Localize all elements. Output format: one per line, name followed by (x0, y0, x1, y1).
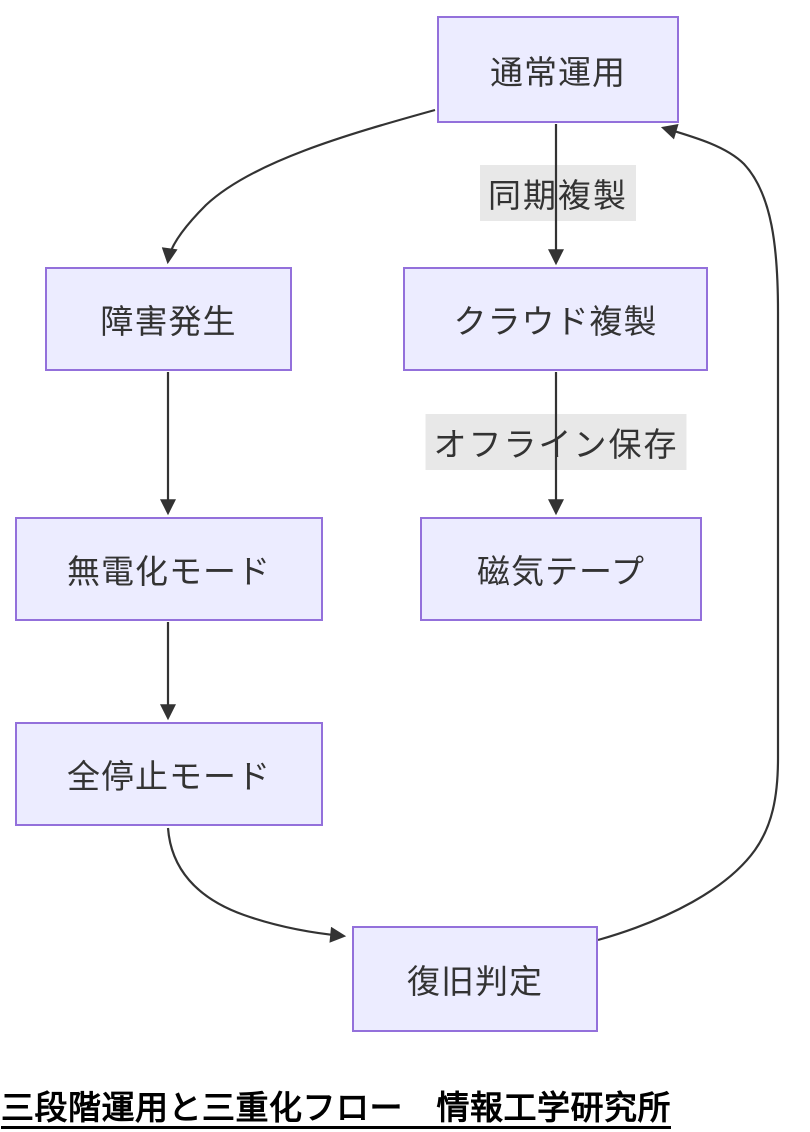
edge-label-offline-storage: オフライン保存 (425, 414, 687, 470)
node-full-stop-mode: 全停止モード (15, 722, 323, 826)
edge-label-sync-replication: 同期複製 (480, 165, 636, 221)
node-normal-operation: 通常運用 (437, 16, 679, 123)
node-magnetic-tape: 磁気テープ (420, 517, 702, 621)
node-failure-occurred: 障害発生 (45, 267, 292, 371)
edge-normal-to-failure (161, 108, 436, 265)
node-unpowered-mode: 無電化モード (15, 517, 323, 621)
edge-fullstop-to-recovery (166, 827, 347, 943)
node-cloud-replication: クラウド複製 (403, 267, 708, 371)
node-recovery-judgment: 復旧判定 (352, 926, 598, 1032)
diagram-caption: 三段階運用と三重化フロー 情報工学研究所 (1, 1088, 671, 1127)
